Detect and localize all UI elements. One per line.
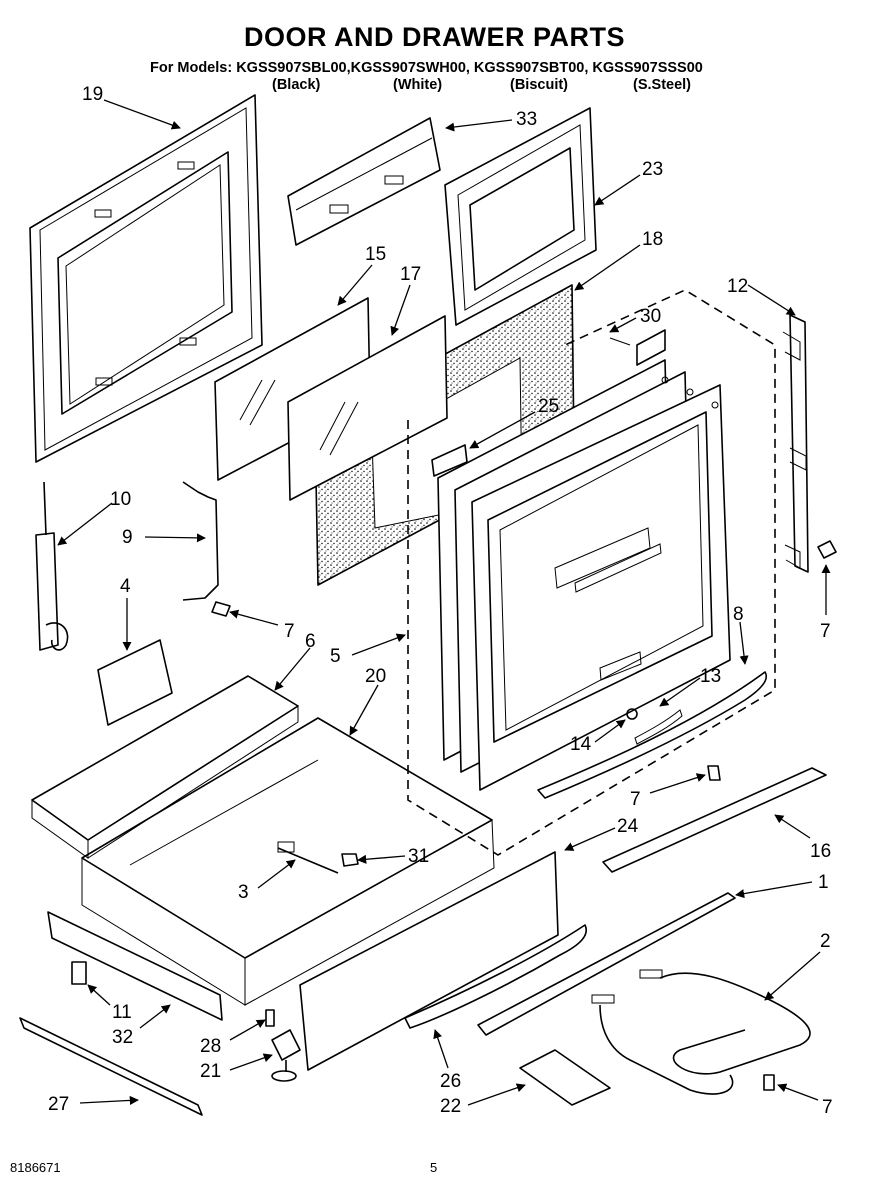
vent-baffle xyxy=(287,117,441,246)
callout-30: 30 xyxy=(640,306,661,327)
drawer-bumper xyxy=(71,961,87,985)
page-title: DOOR AND DRAWER PARTS xyxy=(244,22,625,52)
callout-33: 33 xyxy=(516,109,537,130)
callout-22: 22 xyxy=(440,1096,461,1117)
callout-3: 3 xyxy=(238,882,249,903)
hinge-bracket xyxy=(609,329,666,366)
inner-door-frame xyxy=(444,107,597,326)
callout-28: 28 xyxy=(200,1036,221,1057)
leveling-screw xyxy=(265,1009,275,1027)
callout-14: 14 xyxy=(570,734,592,755)
inner-door-glass xyxy=(287,315,448,501)
door-handle-screw-14 xyxy=(626,708,638,720)
callout-25: 25 xyxy=(538,396,559,417)
drawer-element-connector xyxy=(277,841,339,874)
model-color-white: (White) xyxy=(393,77,443,93)
drawer-slide-bracket xyxy=(47,911,223,1021)
bake-element xyxy=(591,969,811,1095)
document-number: 8186671 xyxy=(10,1160,61,1175)
model-color-steel: (S.Steel) xyxy=(633,77,692,93)
callout-7-kickplate: 7 xyxy=(630,789,641,810)
callout-16: 16 xyxy=(810,841,831,862)
door-liner-panels xyxy=(437,359,731,791)
element-bracket xyxy=(519,1049,611,1106)
callout-5: 5 xyxy=(330,646,341,667)
bolt-right xyxy=(817,540,837,559)
callout-7-bracket: 7 xyxy=(284,621,295,642)
drawer-body xyxy=(81,717,495,1006)
callout-11: 11 xyxy=(112,1002,132,1023)
outer-door-panel xyxy=(29,94,263,463)
callout-10: 10 xyxy=(110,489,131,510)
callout-13: 13 xyxy=(700,666,721,687)
callout-12: 12 xyxy=(727,276,748,297)
bolt-left xyxy=(211,601,231,617)
drawer-rail xyxy=(19,1017,203,1116)
callout-19: 19 xyxy=(82,84,103,105)
callout-27: 27 xyxy=(48,1094,69,1115)
drawer-front-panel xyxy=(299,851,559,1071)
callout-21: 21 xyxy=(200,1061,221,1082)
callout-7-trim: 7 xyxy=(820,621,831,642)
bolt-kickplate xyxy=(707,765,721,781)
door-handle xyxy=(537,671,767,799)
callout-32: 32 xyxy=(112,1027,133,1048)
model-color-biscuit: (Biscuit) xyxy=(510,77,568,93)
door-handle-trim xyxy=(634,709,683,745)
kick-plate xyxy=(602,767,827,873)
callout-20: 20 xyxy=(365,666,386,687)
drawer-handle xyxy=(404,924,587,1029)
callout-7-element: 7 xyxy=(822,1097,833,1118)
callout-18: 18 xyxy=(642,229,663,250)
bolt-element xyxy=(763,1074,775,1091)
callout-2: 2 xyxy=(820,931,831,952)
door-hinge-tab xyxy=(431,444,468,477)
callout-8: 8 xyxy=(733,604,744,625)
callout-26: 26 xyxy=(440,1071,461,1092)
side-trim xyxy=(782,314,809,573)
door-assembly-outline xyxy=(407,289,776,856)
page-number: 5 xyxy=(430,1160,438,1175)
trim-strip xyxy=(477,892,736,1036)
callout-15: 15 xyxy=(365,244,386,265)
callout-31: 31 xyxy=(408,846,429,867)
callout-4: 4 xyxy=(120,576,131,597)
callout-6: 6 xyxy=(305,631,316,652)
drawer-tray xyxy=(31,675,299,859)
door-bracket xyxy=(182,481,219,601)
models-line: For Models: KGSS907SBL00,KGSS907SWH00, K… xyxy=(150,60,703,76)
shield-plate xyxy=(97,639,173,726)
door-hinge xyxy=(35,481,69,651)
model-color-black: (Black) xyxy=(272,77,321,93)
leveling-leg xyxy=(271,1029,301,1082)
callout-23: 23 xyxy=(642,159,663,180)
callout-24: 24 xyxy=(617,816,639,837)
callout-17: 17 xyxy=(400,264,421,285)
callout-9: 9 xyxy=(122,527,133,548)
drawer-screw-31 xyxy=(341,853,359,867)
callout-1: 1 xyxy=(818,872,829,893)
